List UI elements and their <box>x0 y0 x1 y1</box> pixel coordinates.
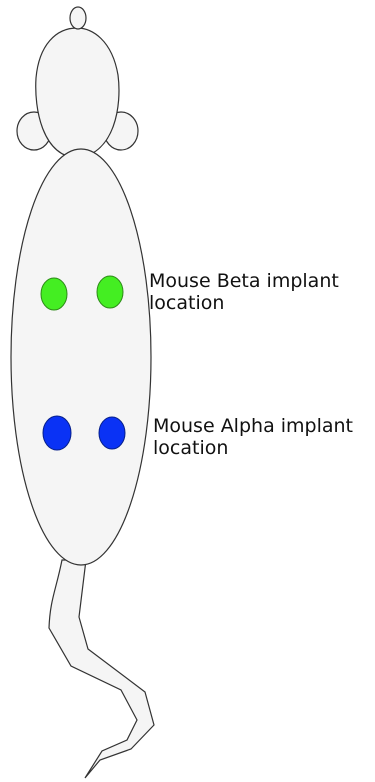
mouse-body <box>11 149 151 565</box>
beta-label-line-2: location <box>149 292 339 314</box>
alpha-label-line-2: location <box>153 437 353 459</box>
beta-label-line-1: Mouse Beta implant <box>149 270 339 292</box>
beta-implant-label: Mouse Beta implant location <box>149 270 339 314</box>
mouse-tail <box>49 560 154 778</box>
alpha-implant-label: Mouse Alpha implant location <box>153 415 353 459</box>
alpha-label-line-1: Mouse Alpha implant <box>153 415 353 437</box>
mouse-nose <box>70 7 86 29</box>
alpha-implant-right-dot <box>99 417 125 449</box>
mouse-head <box>36 28 119 158</box>
beta-implant-left-dot <box>41 278 67 310</box>
alpha-implant-left-dot <box>43 416 71 450</box>
beta-implant-right-dot <box>97 276 123 308</box>
